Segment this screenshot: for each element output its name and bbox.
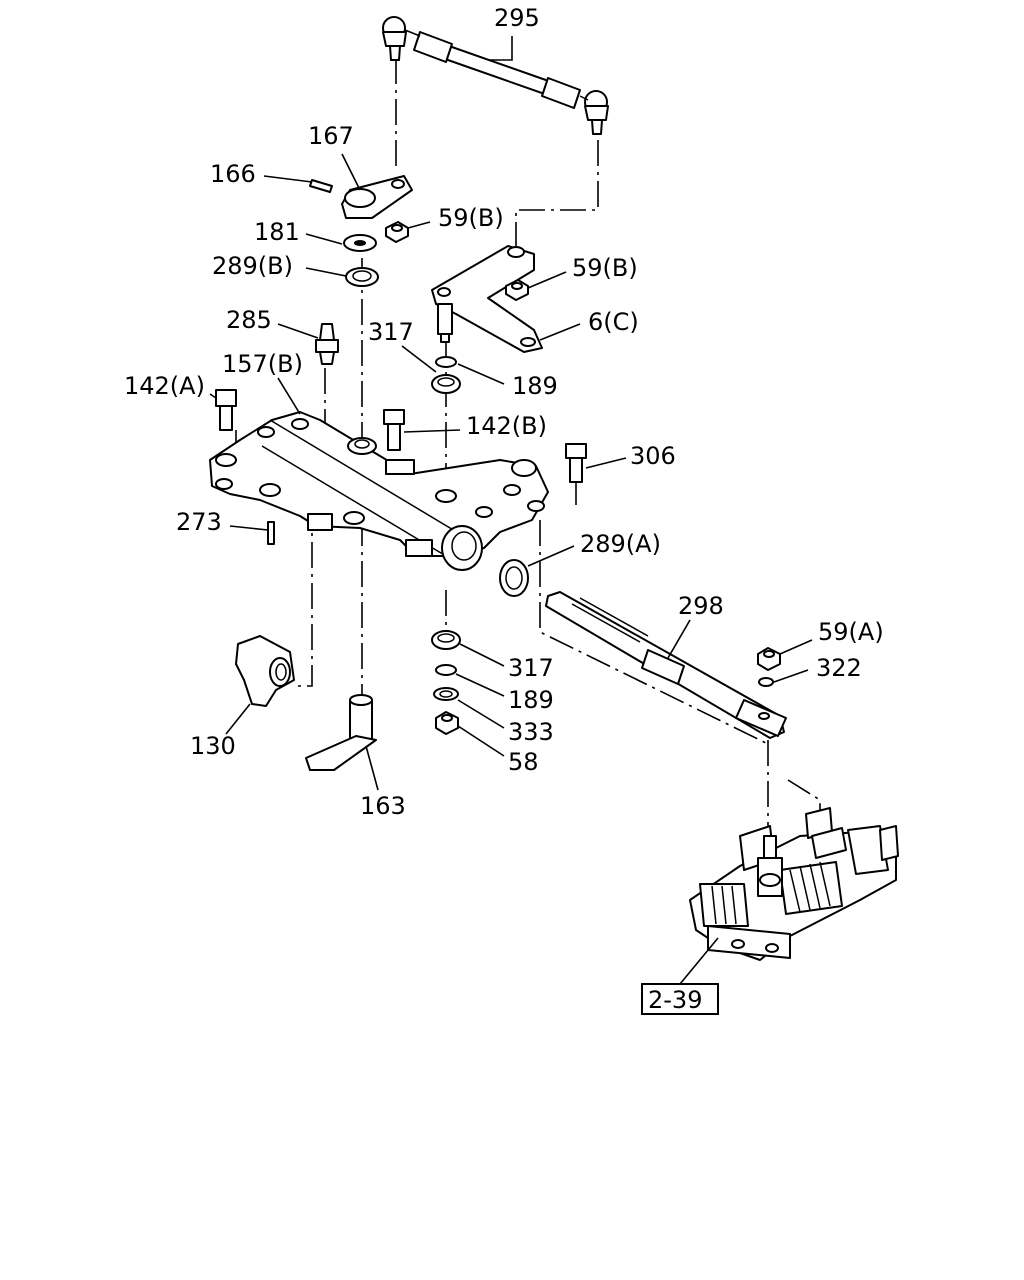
callout-142a: 142(A) [124, 372, 205, 400]
reference-label-2-39: 2-39 [648, 986, 702, 1014]
callout-167: 167 [308, 122, 354, 150]
shaft-298 [545, 591, 787, 739]
callout-58: 58 [508, 748, 539, 776]
bolt-306 [565, 443, 587, 483]
bracket-157b [209, 411, 549, 571]
pin-166 [309, 179, 333, 193]
lever-6c [431, 245, 543, 353]
seal-289b [345, 267, 379, 287]
bushing-317-bottom [431, 630, 461, 650]
pin-273 [267, 521, 275, 545]
seal-289a [499, 559, 529, 597]
callout-labels: 295 167 166 181 59(B) 289(B) 59(B) 285 3… [124, 4, 884, 820]
callout-298: 298 [678, 592, 724, 620]
callout-285: 285 [226, 306, 272, 334]
tie-rod-295 [382, 16, 609, 135]
nut-59b-top [385, 221, 409, 243]
bolt-142b [383, 409, 405, 451]
lever-163 [305, 694, 377, 771]
callout-59a: 59(A) [818, 618, 884, 646]
callout-189-top: 189 [512, 372, 558, 400]
gear-assembly-2-39 [689, 807, 899, 961]
arm-130 [235, 635, 295, 707]
callout-317-bottom: 317 [508, 654, 554, 682]
leader-lines [209, 36, 813, 985]
callout-157b: 157(B) [222, 350, 303, 378]
callout-295: 295 [494, 4, 540, 32]
washer-333 [433, 687, 459, 701]
callout-306: 306 [630, 442, 676, 470]
callout-289a: 289(A) [580, 530, 661, 558]
nut-59a [757, 647, 781, 671]
callout-181: 181 [254, 218, 300, 246]
washer-322 [758, 677, 774, 687]
washer-181 [343, 234, 377, 252]
callout-59b-right: 59(B) [572, 254, 638, 282]
fitting-285 [315, 323, 339, 365]
callout-163: 163 [360, 792, 406, 820]
o-ring-189-bottom [435, 664, 457, 676]
bolt-142a [215, 389, 237, 431]
callout-130: 130 [190, 732, 236, 760]
nut-59b-right [505, 279, 529, 301]
nut-58 [435, 711, 459, 735]
callout-59b-top: 59(B) [438, 204, 504, 232]
callout-322: 322 [816, 654, 862, 682]
callout-273: 273 [176, 508, 222, 536]
callout-166: 166 [210, 160, 256, 188]
callout-317-top: 317 [368, 318, 414, 346]
callout-289b: 289(B) [212, 252, 293, 280]
reference-box-2-39: 2-39 [641, 983, 719, 1015]
o-ring-189-top [435, 356, 457, 368]
lever-167 [341, 175, 413, 219]
callout-6c: 6(C) [588, 308, 639, 336]
callout-333: 333 [508, 718, 554, 746]
bushing-317-top [431, 374, 461, 394]
callout-142b: 142(B) [466, 412, 547, 440]
callout-189-bottom: 189 [508, 686, 554, 714]
